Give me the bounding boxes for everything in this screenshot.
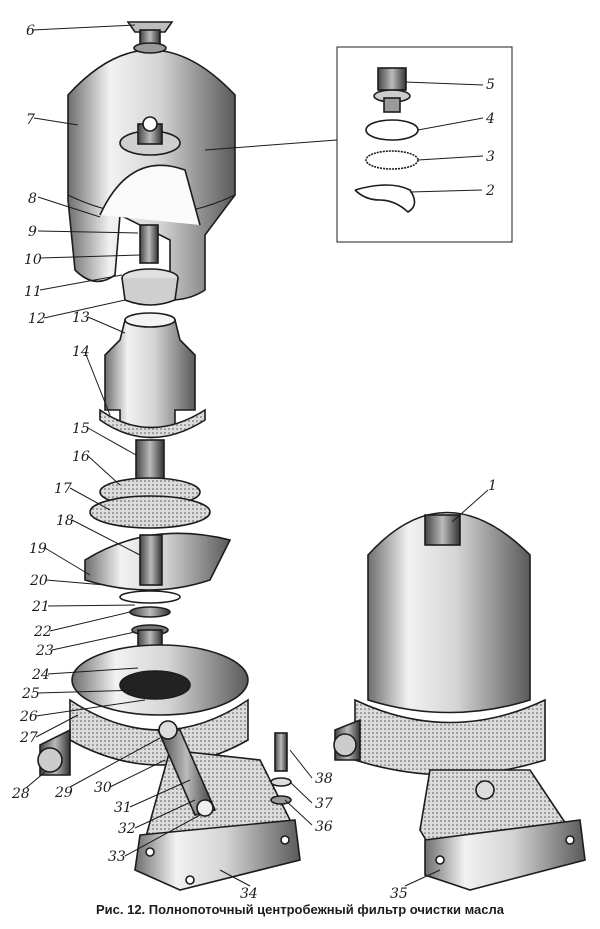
callout-25: 25 xyxy=(21,686,40,702)
callout-26: 26 xyxy=(19,709,38,725)
callout-31: 31 xyxy=(114,800,132,816)
callout-32: 32 xyxy=(118,821,136,837)
callout-28: 28 xyxy=(11,786,30,802)
washer-3 xyxy=(365,150,419,170)
callout-13: 13 xyxy=(72,310,90,326)
callout-36: 36 xyxy=(315,819,333,835)
callout-17: 17 xyxy=(54,481,72,497)
callout-19: 19 xyxy=(29,541,47,557)
callout-9: 9 xyxy=(28,224,37,240)
lock-clip-2 xyxy=(354,184,416,213)
callout-29: 29 xyxy=(54,785,73,801)
callout-27: 27 xyxy=(19,730,38,746)
callout-11: 11 xyxy=(24,284,42,300)
callout-33: 33 xyxy=(108,849,126,865)
callout-12: 12 xyxy=(28,311,46,327)
cap-nut-6 xyxy=(126,21,174,54)
leader-lines xyxy=(25,24,489,887)
inset-detail xyxy=(204,46,513,243)
callout-4: 4 xyxy=(485,111,495,127)
callout-37: 37 xyxy=(315,796,333,812)
nut-5 xyxy=(373,67,411,113)
center-stack xyxy=(84,224,232,671)
callout-7: 7 xyxy=(26,112,35,128)
figure-caption: Рис. 12. Полнопоточный центробежный филь… xyxy=(95,902,505,917)
callout-8: 8 xyxy=(28,191,37,207)
callout-20: 20 xyxy=(29,573,48,589)
callout-34: 34 xyxy=(240,886,258,902)
callout-10: 10 xyxy=(24,252,42,268)
filter-housing xyxy=(37,644,301,891)
callout-6: 6 xyxy=(26,23,35,39)
assembled-filter xyxy=(333,511,586,891)
callout-3: 3 xyxy=(486,149,495,165)
callout-21: 21 xyxy=(31,599,50,615)
callout-18: 18 xyxy=(56,513,74,529)
washer-4 xyxy=(365,119,419,141)
callout-38: 38 xyxy=(315,771,333,787)
callout-14: 14 xyxy=(72,344,90,360)
callout-1: 1 xyxy=(488,478,497,494)
callout-2: 2 xyxy=(485,183,495,199)
callout-35: 35 xyxy=(390,886,408,902)
callout-24: 24 xyxy=(31,667,50,683)
rotor-cap xyxy=(67,49,236,301)
callout-16: 16 xyxy=(72,449,90,465)
callout-30: 30 xyxy=(94,780,112,796)
callout-15: 15 xyxy=(72,421,90,437)
callout-23: 23 xyxy=(35,643,54,659)
callouts: 6 7 8 9 10 11 12 13 14 15 16 17 18 19 20… xyxy=(11,23,497,902)
callout-22: 22 xyxy=(33,624,52,640)
callout-5: 5 xyxy=(486,77,495,93)
